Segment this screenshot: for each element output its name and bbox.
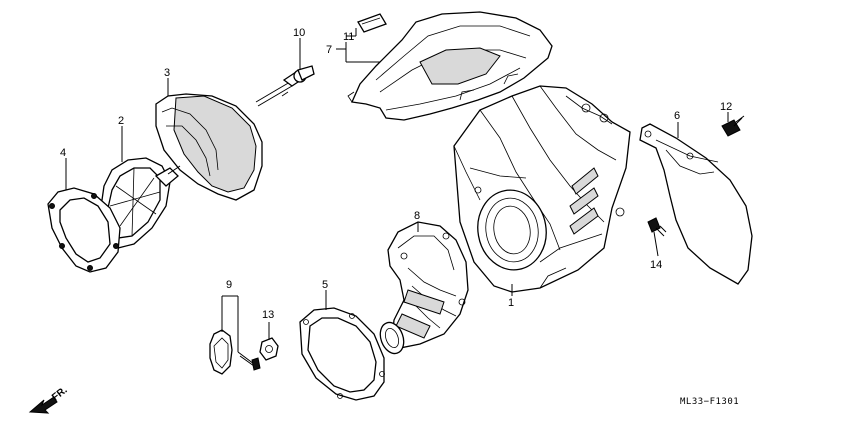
part-label-3: 3	[164, 67, 170, 79]
front-direction-indicator: FR.	[28, 385, 70, 414]
air-duct-cover-part[interactable]	[347, 11, 553, 121]
front-arrow-icon	[28, 396, 58, 414]
part-label-7: 7	[326, 44, 332, 56]
label-plate-part[interactable]	[357, 13, 387, 33]
part-labels: 4 2 3 10 11 7 6 12 8 14 9 5 1 13	[60, 27, 732, 321]
part-label-10: 10	[293, 27, 305, 39]
air-cleaner-case-part[interactable]	[453, 85, 631, 293]
backing-ring-part[interactable]	[47, 187, 121, 273]
gasket-part[interactable]	[299, 307, 385, 401]
part-label-8: 8	[414, 210, 420, 222]
part-label-14: 14	[650, 259, 662, 271]
bolt-14-part[interactable]	[647, 217, 667, 237]
part-label-9: 9	[226, 279, 232, 291]
air-filter-element-part[interactable]	[155, 93, 263, 201]
bolt-12-part[interactable]	[721, 115, 745, 137]
intake-boot-part[interactable]	[376, 221, 469, 357]
part-label-4: 4	[60, 147, 66, 159]
part-label-2: 2	[118, 115, 124, 127]
part-label-12: 12	[720, 101, 732, 113]
nut-part[interactable]	[259, 337, 279, 361]
part-label-5: 5	[322, 279, 328, 291]
side-plate-part[interactable]	[639, 123, 753, 285]
diagram-code: ML33−F1301	[680, 397, 739, 407]
leader-lines	[65, 28, 729, 352]
wing-bolt-part[interactable]	[255, 65, 315, 107]
hose-clamp-part[interactable]	[209, 329, 261, 375]
part-label-11: 11	[343, 31, 354, 43]
part-label-1: 1	[508, 297, 514, 309]
part-label-13: 13	[262, 309, 274, 321]
part-label-6: 6	[674, 110, 680, 122]
